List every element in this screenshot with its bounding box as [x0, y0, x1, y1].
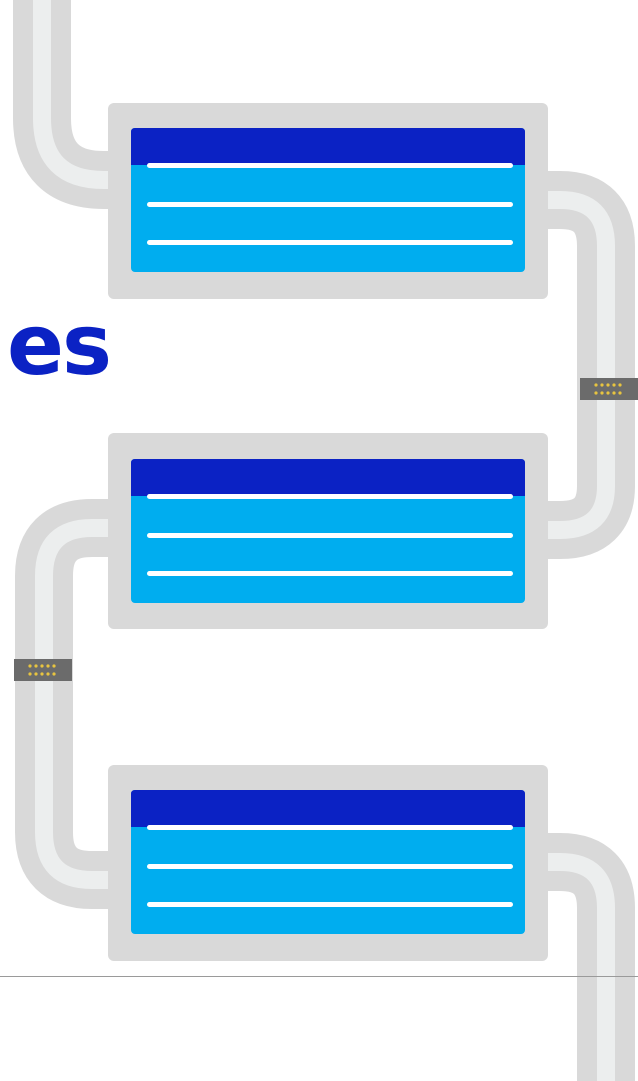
card-2-line-2 [147, 533, 513, 538]
heading-text: es [7, 303, 110, 387]
card-1-line-3 [147, 240, 513, 245]
card-3-line-1 [147, 825, 513, 830]
pipe-connector-left [14, 659, 72, 681]
message-card-1 [108, 103, 548, 299]
pipe-bottom-right [540, 862, 606, 1081]
pipe-right-segment [540, 200, 606, 530]
card-2-line-1 [147, 494, 513, 499]
card-1-line-2 [147, 202, 513, 207]
card-1-line-1 [147, 163, 513, 168]
message-card-3 [108, 765, 548, 961]
card-3-line-3 [147, 902, 513, 907]
message-card-2 [108, 433, 548, 629]
card-3-line-2 [147, 864, 513, 869]
pipe-connector-right [580, 378, 638, 400]
heading-fragment: es [0, 303, 120, 393]
divider-line [0, 976, 638, 977]
card-2-line-3 [147, 571, 513, 576]
